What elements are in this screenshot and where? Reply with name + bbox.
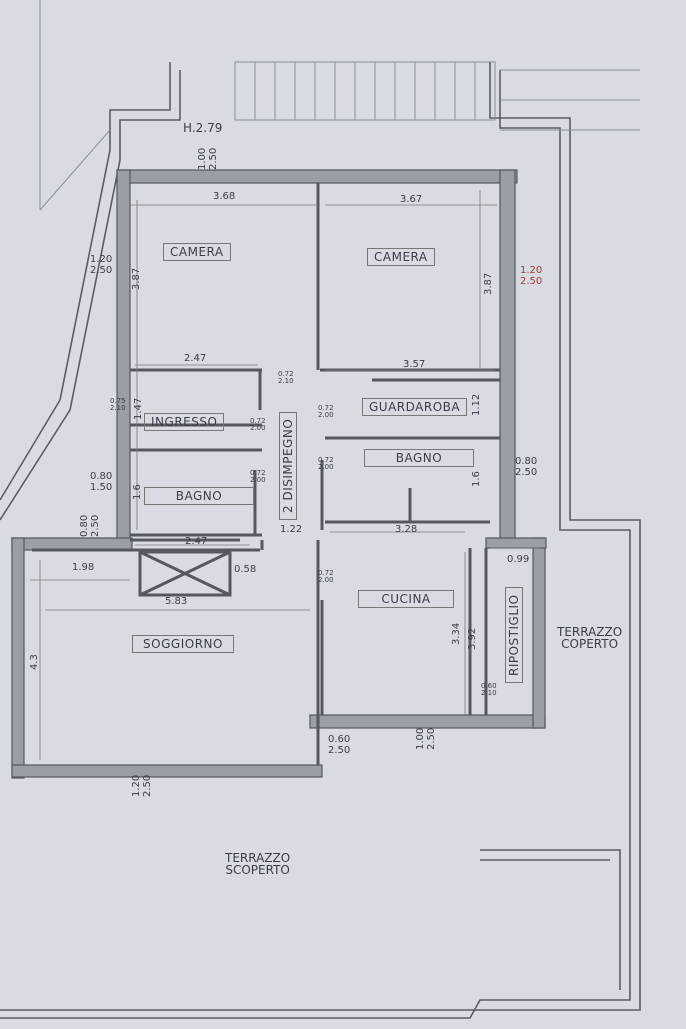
dim-label: 3.92 bbox=[467, 627, 478, 650]
dim-label: 2.47 bbox=[184, 353, 207, 364]
door-label: 0.72 2.00 bbox=[250, 469, 266, 485]
dim-label: 3.87 bbox=[131, 267, 142, 290]
room-bagno-left: BAGNO bbox=[144, 487, 254, 505]
dim-label: 3.57 bbox=[403, 359, 426, 370]
door-label: 0.72 2.00 bbox=[318, 404, 334, 420]
walls bbox=[11, 169, 547, 779]
room-bagno-right: BAGNO bbox=[364, 449, 474, 467]
terrace-outline bbox=[0, 62, 641, 1019]
dim-label: 5.83 bbox=[165, 596, 188, 607]
dim-label: 1.12 bbox=[471, 393, 482, 416]
opening-label: 0.80 2.50 bbox=[79, 514, 101, 537]
dim-label: 0.99 bbox=[507, 554, 530, 565]
dim-label: 1.6 bbox=[132, 484, 143, 500]
dimension-lines bbox=[30, 190, 540, 760]
dim-label: 1.6 bbox=[471, 471, 482, 487]
stair bbox=[39, 0, 640, 211]
opening-label: 0.80 1.50 bbox=[90, 471, 113, 493]
door-label: 0.60 2.10 bbox=[481, 682, 497, 698]
room-camera-right: CAMERA bbox=[367, 248, 435, 266]
dim-label: 3.67 bbox=[400, 194, 423, 205]
door-label: 0.72 2.00 bbox=[318, 569, 334, 585]
opening-label: 1.00 2.50 bbox=[197, 147, 219, 170]
dim-label: 3.68 bbox=[213, 191, 236, 202]
door-label: 0.72 2.00 bbox=[318, 456, 334, 472]
opening-label: 1.20 2.50 bbox=[520, 265, 543, 287]
dim-label: 1.22 bbox=[280, 524, 303, 535]
opening-label: 1.20 2.50 bbox=[90, 254, 113, 276]
dim-label: 3.28 bbox=[395, 524, 418, 535]
door-label: 0.75 2.10 bbox=[110, 397, 126, 413]
dim-label: 2.47 bbox=[185, 536, 208, 547]
room-guardaroba: GUARDAROBA bbox=[362, 398, 468, 416]
dim-label: 1.47 bbox=[133, 397, 144, 420]
opening-label: 1.00 2.50 bbox=[415, 727, 437, 750]
opening-label: 0.80 2.50 bbox=[515, 456, 538, 478]
room-terrazzo-coperto: TERRAZZO COPERTO bbox=[557, 625, 623, 651]
room-camera-left: CAMERA bbox=[163, 243, 231, 261]
height-note: H.2.79 bbox=[183, 121, 223, 135]
room-soggiorno: SOGGIORNO bbox=[132, 635, 234, 653]
partitions bbox=[32, 183, 500, 765]
door-label: 0.72 2.00 bbox=[250, 417, 266, 433]
room-disimpegno: 2 DISIMPEGNO bbox=[279, 411, 297, 520]
room-ingresso: INGRESSO bbox=[144, 413, 225, 431]
opening-label: 0.60 2.50 bbox=[328, 734, 351, 756]
door-label: 0.72 2.10 bbox=[278, 370, 294, 386]
dim-label: 3.87 bbox=[483, 272, 494, 295]
room-cucina: CUCINA bbox=[358, 590, 454, 608]
dim-label: 0.58 bbox=[234, 564, 257, 575]
dim-label: 3.34 bbox=[451, 622, 462, 645]
dim-label: 1.98 bbox=[72, 562, 95, 573]
room-terrazzo-scoperto: TERRAZZO SCOPERTO bbox=[225, 851, 291, 877]
dim-label: 4.3 bbox=[29, 654, 40, 670]
room-ripostiglio: RIPOSTIGLIO bbox=[505, 587, 523, 683]
opening-label: 1.20 2.50 bbox=[131, 774, 153, 797]
